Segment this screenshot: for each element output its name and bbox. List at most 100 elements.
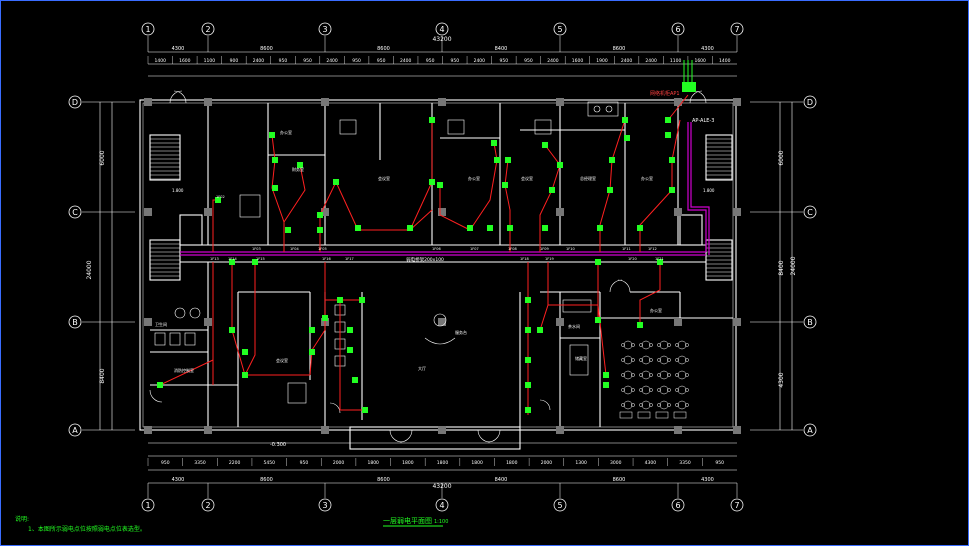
chair: [639, 388, 643, 392]
column: [556, 208, 564, 216]
network-outlet: [355, 225, 361, 231]
chair: [675, 403, 679, 407]
overall-dimension-bottom: 43200: [432, 483, 451, 490]
right-dimension-top: 6000: [778, 150, 785, 165]
chair: [675, 343, 679, 347]
dining-table: [659, 355, 669, 365]
dining-table: [659, 385, 669, 395]
span-dimension: 8600: [260, 477, 273, 483]
span-dimension: 4300: [172, 477, 185, 483]
axis-label: 4: [439, 25, 444, 34]
column: [321, 208, 329, 216]
detail-dimension: 1600: [572, 58, 584, 64]
axis-bubble: [68, 205, 82, 219]
axis-bubble: [803, 315, 817, 329]
dining-table: [673, 411, 687, 419]
column: [204, 98, 212, 106]
axis-label: 3: [322, 501, 327, 510]
span-dimension: 4300: [701, 46, 714, 52]
span-dimension-labels: 4300430086008600860086008400840086008600…: [172, 46, 714, 483]
room-label: 办公室: [468, 175, 480, 181]
dining-table: [641, 370, 651, 380]
column: [733, 98, 741, 106]
axis-bubble: [68, 95, 82, 109]
span-dimension: 8600: [613, 46, 626, 52]
chair: [639, 403, 643, 407]
network-outlet: [525, 297, 531, 303]
axis-bubble: [553, 498, 567, 512]
door-swings: [149, 90, 707, 443]
chair: [649, 343, 653, 347]
network-outlet: [491, 140, 497, 146]
network-outlet: [557, 162, 563, 168]
dining-table: [677, 340, 687, 350]
lobby-label: 大厅: [418, 365, 426, 371]
network-outlet: [322, 315, 328, 321]
detail-dimension: 1100: [670, 58, 682, 64]
network-outlet: [362, 407, 368, 413]
detail-dimension: 1600: [694, 58, 706, 64]
chair: [685, 358, 689, 362]
chair: [667, 403, 671, 407]
axis-label: D: [72, 98, 78, 107]
axis-bubble: [141, 22, 155, 36]
network-outlet: [637, 225, 643, 231]
node-label: 1F05: [318, 247, 327, 251]
axis-bubble: [68, 315, 82, 329]
dimension-lines: [99, 51, 793, 484]
ap-panel-label: 网络机柜AP1: [650, 90, 680, 97]
network-outlet: [229, 327, 235, 333]
network-outlet: [309, 327, 315, 333]
node-label: 1F06: [432, 247, 441, 251]
detail-dimension: 950: [500, 58, 509, 64]
network-outlet: [347, 347, 353, 353]
network-outlets: [157, 117, 675, 413]
chair: [621, 343, 625, 347]
axis-label: B: [72, 318, 78, 327]
room-label: 会议室: [378, 175, 390, 181]
chair: [649, 373, 653, 377]
chair: [667, 343, 671, 347]
network-outlet: [669, 157, 675, 163]
network-outlet: [352, 377, 358, 383]
network-outlet: [607, 187, 613, 193]
node-label: 1F15: [256, 257, 265, 261]
detail-dimension: 2000: [333, 460, 345, 466]
node-label: 1F19: [545, 257, 554, 261]
detail-dimension: 1800: [506, 460, 518, 466]
axis-bubble: [803, 95, 817, 109]
node-label: 1F07: [470, 247, 479, 251]
column: [674, 98, 682, 106]
column: [144, 426, 152, 434]
axis-bubble: [318, 22, 332, 36]
network-outlet: [494, 157, 500, 163]
room-label: 卫生间: [155, 321, 167, 327]
network-outlet: [665, 117, 671, 123]
dining-table: [641, 400, 651, 410]
span-dimension: 8600: [613, 477, 626, 483]
network-outlet: [595, 317, 601, 323]
column: [733, 208, 741, 216]
network-outlet: [525, 327, 531, 333]
column: [438, 208, 446, 216]
stair-treads: [150, 138, 732, 277]
axis-label: 2: [205, 501, 210, 510]
detail-dimension: 950: [450, 58, 459, 64]
column: [438, 318, 446, 326]
network-outlet: [309, 349, 315, 355]
chair: [621, 403, 625, 407]
room-label: 办公室: [641, 175, 653, 181]
axis-label: A: [72, 426, 78, 435]
axis-bubble: [435, 498, 449, 512]
detail-dimension: 950: [352, 58, 361, 64]
column: [674, 318, 682, 326]
dining-table: [677, 400, 687, 410]
network-outlet: [272, 185, 278, 191]
network-outlet: [603, 372, 609, 378]
detail-dimension: 2400: [645, 58, 657, 64]
detail-dimension: 2400: [547, 58, 559, 64]
network-outlet: [603, 382, 609, 388]
network-outlet: [407, 225, 413, 231]
